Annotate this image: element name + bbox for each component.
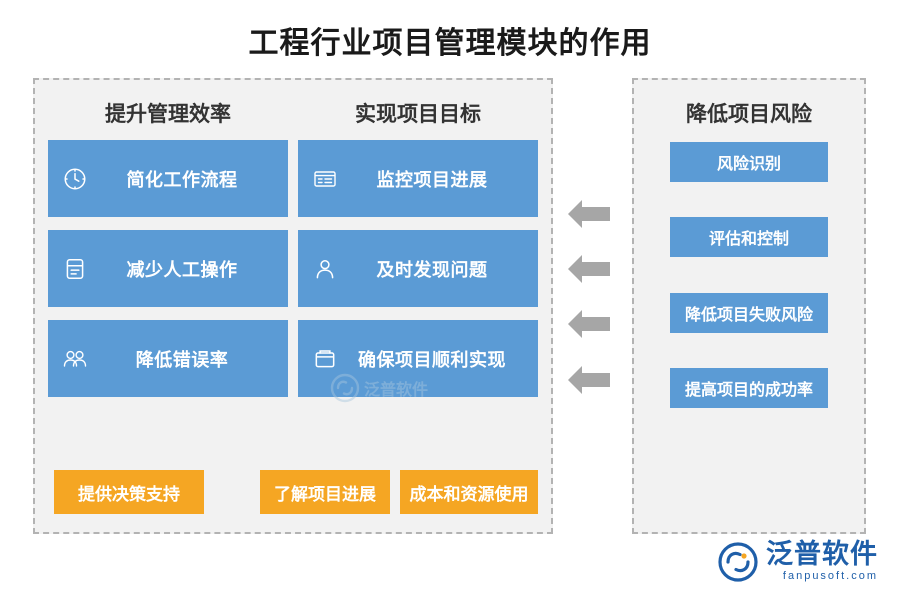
column-header-efficiency: 提升管理效率 [105, 103, 231, 126]
card-reduce-manual-work[interactable]: 减少人工操作 [48, 230, 288, 307]
risk-item-reduce-failure[interactable]: 降低项目失败风险 [670, 293, 828, 333]
card-label: 确保项目顺利实现 [358, 349, 506, 370]
bottom-item-cost-resource[interactable]: 成本和资源使用 [400, 470, 538, 514]
card-find-problems[interactable]: 及时发现问题 [298, 230, 538, 307]
arrow-left-4 [568, 363, 610, 397]
bottom-item-project-progress[interactable]: 了解项目进展 [260, 470, 390, 514]
card-label: 降低错误率 [135, 349, 229, 370]
column-header-goals: 实现项目目标 [355, 103, 481, 126]
card-reduce-error-rate[interactable]: 降低错误率 [48, 320, 288, 397]
brand-logo: 泛普软件 fanpusoft.com [718, 541, 878, 582]
brand-logo-icon [718, 541, 758, 582]
clock-icon [48, 166, 102, 192]
brand-logo-name: 泛普软件 [766, 539, 878, 569]
card-simplify-workflow[interactable]: 简化工作流程 [48, 140, 288, 217]
person-icon [298, 256, 352, 282]
brand-logo-domain: fanpusoft.com [782, 570, 878, 582]
column-header-risk: 降低项目风险 [686, 103, 812, 126]
arrow-left-2 [568, 252, 610, 286]
bottom-item-decision-support[interactable]: 提供决策支持 [54, 470, 204, 514]
card-label: 减少人工操作 [126, 259, 238, 280]
list-document-icon [298, 166, 352, 192]
risk-item-increase-success[interactable]: 提高项目的成功率 [670, 368, 828, 408]
arrow-left-1 [568, 197, 610, 231]
people-icon [48, 346, 102, 372]
card-monitor-progress[interactable]: 监控项目进展 [298, 140, 538, 217]
risk-item-identify[interactable]: 风险识别 [670, 142, 828, 182]
arrow-left-3 [568, 307, 610, 341]
card-label: 监控项目进展 [376, 169, 488, 190]
database-icon [48, 256, 102, 282]
page-title: 工程行业项目管理模块的作用 [248, 27, 652, 60]
card-label: 及时发现问题 [376, 259, 488, 280]
risk-item-assess-control[interactable]: 评估和控制 [670, 217, 828, 257]
card-label: 简化工作流程 [126, 169, 238, 190]
card-ensure-success[interactable]: 确保项目顺利实现 [298, 320, 538, 397]
folder-icon [298, 346, 352, 372]
